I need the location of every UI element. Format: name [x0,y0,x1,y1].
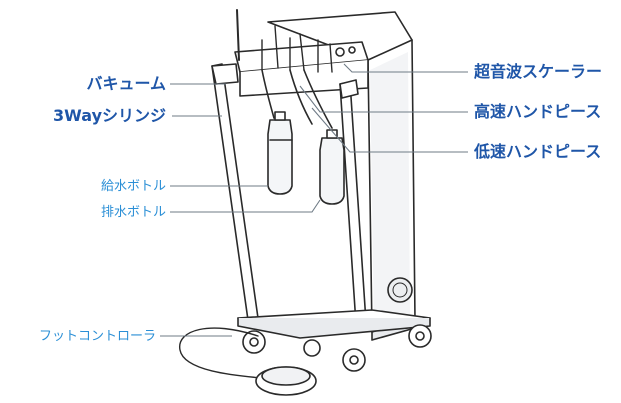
caster-wheels [242,324,432,372]
label-syringe: 3Wayシリンジ [53,106,166,125]
label-feed-bottle: 給水ボトル [100,179,166,194]
left-handle [211,63,259,321]
label-low-speed-handpiece: 低速ハンドピース [474,142,602,161]
drain-bottle-shape [319,129,345,205]
label-foot-controller: フットコントローラ [38,329,156,344]
right-handle [339,79,367,325]
label-high-speed-handpiece: 高速ハンドピース [474,102,602,121]
cart-base [237,309,431,339]
label-vacuum: バキューム [86,74,166,93]
label-drain-bottle: 排水ボトル [100,205,166,220]
leader-lines [160,63,468,337]
speaker-grille [387,277,413,303]
feed-bottle-shape [267,111,293,195]
instrument-tray [234,9,369,129]
foot-controller-shape [179,327,317,396]
label-scaler: 超音波スケーラー [474,62,603,81]
